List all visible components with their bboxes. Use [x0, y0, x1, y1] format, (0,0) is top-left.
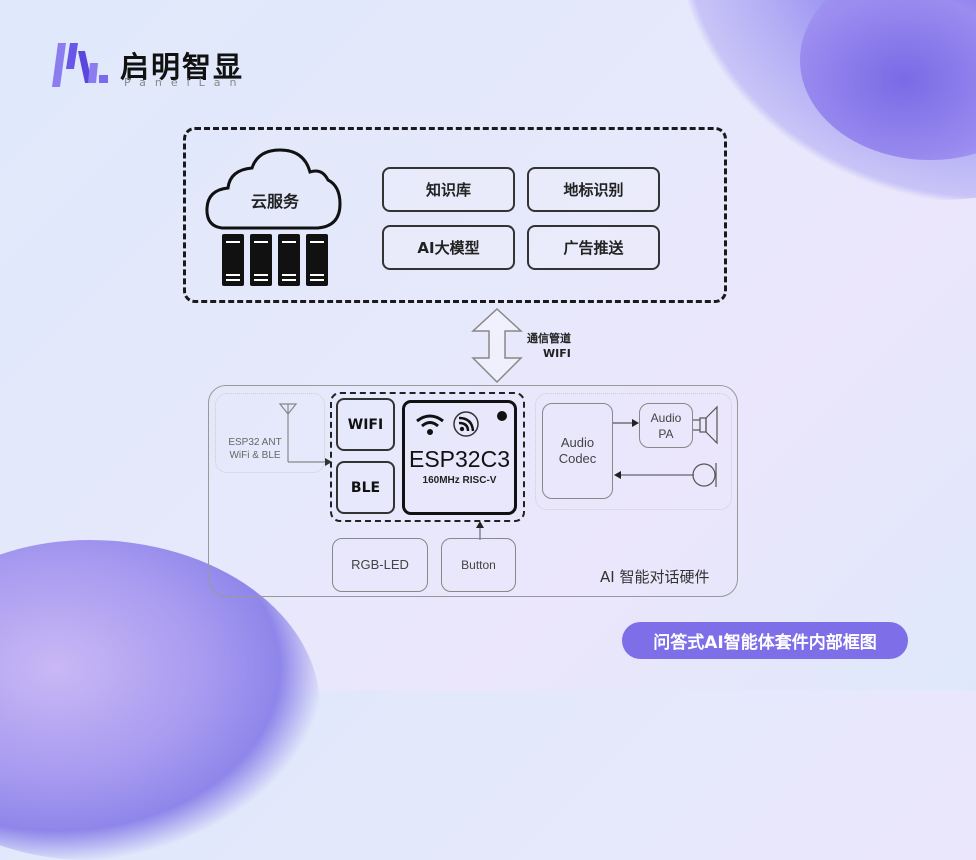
antenna-arrow-head	[325, 458, 332, 466]
service-landmark-recognition: 地标识别	[527, 167, 660, 212]
diagram-graphics	[205, 148, 718, 540]
chip-spec: 160MHz RISC-V	[422, 475, 497, 486]
audio-pa-line2: PA	[658, 426, 674, 441]
esp32c3-chip: ESP32C3 160MHz RISC-V	[402, 400, 517, 515]
link-label-wifi: WIFI	[543, 347, 571, 360]
speaker-icon	[692, 405, 718, 445]
espressif-logo-icon	[453, 411, 479, 437]
microphone-icon	[692, 463, 717, 487]
bidirectional-arrow-icon	[471, 307, 523, 384]
service-ad-push: 广告推送	[527, 225, 660, 270]
audio-pa: Audio PA	[639, 403, 693, 448]
server-rack-icon	[222, 234, 328, 286]
antenna-label-line2: WiFi & BLE	[229, 450, 281, 461]
antenna-label-line1: ESP32 ANT	[228, 437, 282, 448]
audio-pa-line1: Audio	[650, 410, 682, 425]
brand-logo-icon	[52, 43, 108, 87]
wifi-icon	[416, 414, 444, 435]
hardware-title: AI 智能对话硬件	[600, 568, 710, 586]
caption-badge: 问答式AI智能体套件内部框图	[622, 622, 908, 659]
service-ai-model: AI大模型	[382, 225, 515, 270]
rgb-led-module: RGB-LED	[332, 538, 428, 592]
ble-module: BLE	[336, 461, 395, 514]
cloud-icon	[205, 148, 342, 230]
audio-codec-line1: Audio	[560, 435, 595, 450]
hardware-group	[208, 385, 738, 597]
soc-group	[330, 392, 525, 522]
link-label-channel: 通信管道	[527, 332, 571, 345]
cloud-services-group	[183, 127, 727, 303]
audio-region	[535, 393, 732, 510]
antenna-label: ESP32 ANT WiFi & BLE	[220, 436, 290, 462]
antenna-region	[215, 393, 325, 473]
status-dot-icon	[497, 411, 507, 421]
wifi-module: WIFI	[336, 398, 395, 451]
audio-codec-line2: Codec	[558, 451, 597, 466]
cloud-service-label: 云服务	[250, 192, 299, 211]
button-module: Button	[441, 538, 516, 592]
button-arrow-head	[476, 521, 484, 528]
brand-subtitle: PanelLan	[124, 76, 246, 89]
chip-name: ESP32C3	[408, 446, 510, 472]
brand-name: 启明智显	[120, 50, 245, 84]
audio-codec: Audio Codec	[542, 403, 613, 499]
service-knowledge-base: 知识库	[382, 167, 515, 212]
